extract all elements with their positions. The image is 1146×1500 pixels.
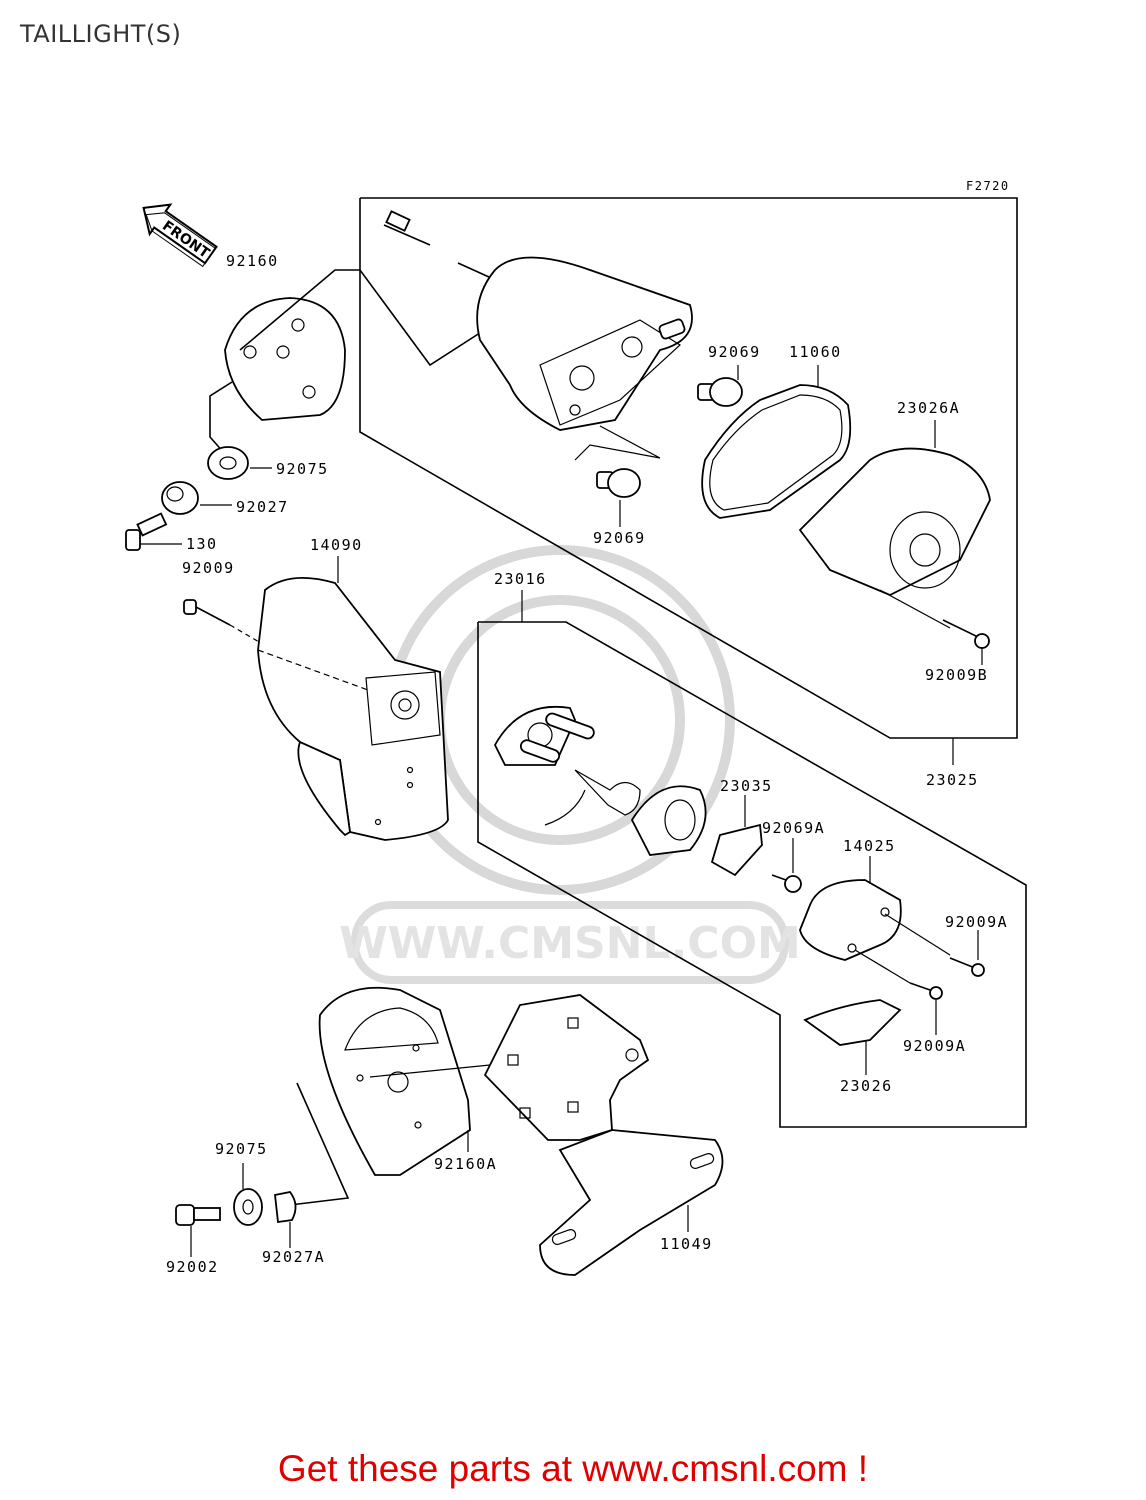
callout-92075-lower: 92075 — [215, 1140, 268, 1158]
part-11060-gasket — [701, 365, 852, 519]
part-92069-bulb-upper — [697, 365, 743, 407]
part-92069-bulb-lower — [596, 468, 641, 527]
callout-92075: 92075 — [276, 460, 329, 478]
part-14090-housing — [257, 556, 449, 841]
assembly-box-23016 — [477, 621, 1027, 1128]
callout-92069-upper: 92069 — [708, 343, 761, 361]
callout-23025: 23025 — [926, 771, 979, 789]
callout-11049: 11049 — [660, 1235, 713, 1253]
part-92160A-bracket — [289, 986, 491, 1206]
page-title: TAILLIGHT(S) — [20, 20, 182, 48]
figure-code: F2720 — [966, 179, 1010, 193]
part-92027A-collar — [274, 1191, 297, 1248]
part-23016-socket-assembly — [493, 706, 707, 856]
callout-130: 130 — [186, 535, 218, 553]
callout-23026: 23026 — [840, 1077, 893, 1095]
callout-23026A: 23026A — [897, 399, 960, 417]
part-23025-lamp-body — [383, 210, 693, 461]
part-92002-bolt — [175, 1204, 221, 1257]
part-23026-lens — [803, 999, 902, 1075]
part-92027-collar — [161, 481, 232, 515]
callout-92009A-upper: 92009A — [945, 913, 1008, 931]
promo-link-text[interactable]: Get these parts at www.cmsnl.com ! — [277, 1448, 869, 1489]
part-14025-lens-cap — [799, 856, 902, 961]
callout-92027: 92027 — [236, 498, 289, 516]
callout-92002: 92002 — [166, 1258, 219, 1276]
callout-92009: 92009 — [182, 559, 235, 577]
callout-92009A-lower: 92009A — [903, 1037, 966, 1055]
part-92075-washer-lower — [233, 1163, 263, 1226]
part-23035-clip — [710, 795, 763, 877]
part-92160-plate — [209, 269, 501, 463]
watermark-text: WWW.CMSNL.COM — [339, 918, 801, 969]
part-92069A-bulb — [771, 838, 802, 893]
callout-92069A: 92069A — [762, 819, 825, 837]
part-92075-washer — [207, 446, 272, 480]
callout-labels: 92160 92075 92027 130 92009 14090 92069 … — [166, 252, 1008, 1276]
part-130-bolt — [125, 512, 182, 551]
callout-92160: 92160 — [226, 252, 279, 270]
part-92009A-screws — [854, 913, 985, 1035]
part-92009B-screw — [942, 619, 990, 665]
callout-23035: 23035 — [720, 777, 773, 795]
front-arrow-icon: FRONT — [142, 203, 218, 268]
part-11049-license-bracket — [483, 994, 724, 1276]
callout-92009B: 92009B — [925, 666, 988, 684]
part-23026A-lens — [798, 420, 991, 629]
callout-92027A: 92027A — [262, 1248, 325, 1266]
callout-11060: 11060 — [789, 343, 842, 361]
callout-14025: 14025 — [843, 837, 896, 855]
callout-23016: 23016 — [494, 570, 547, 588]
callout-92069-lower: 92069 — [593, 529, 646, 547]
callout-14090: 14090 — [310, 536, 363, 554]
callout-92160A: 92160A — [434, 1155, 497, 1173]
